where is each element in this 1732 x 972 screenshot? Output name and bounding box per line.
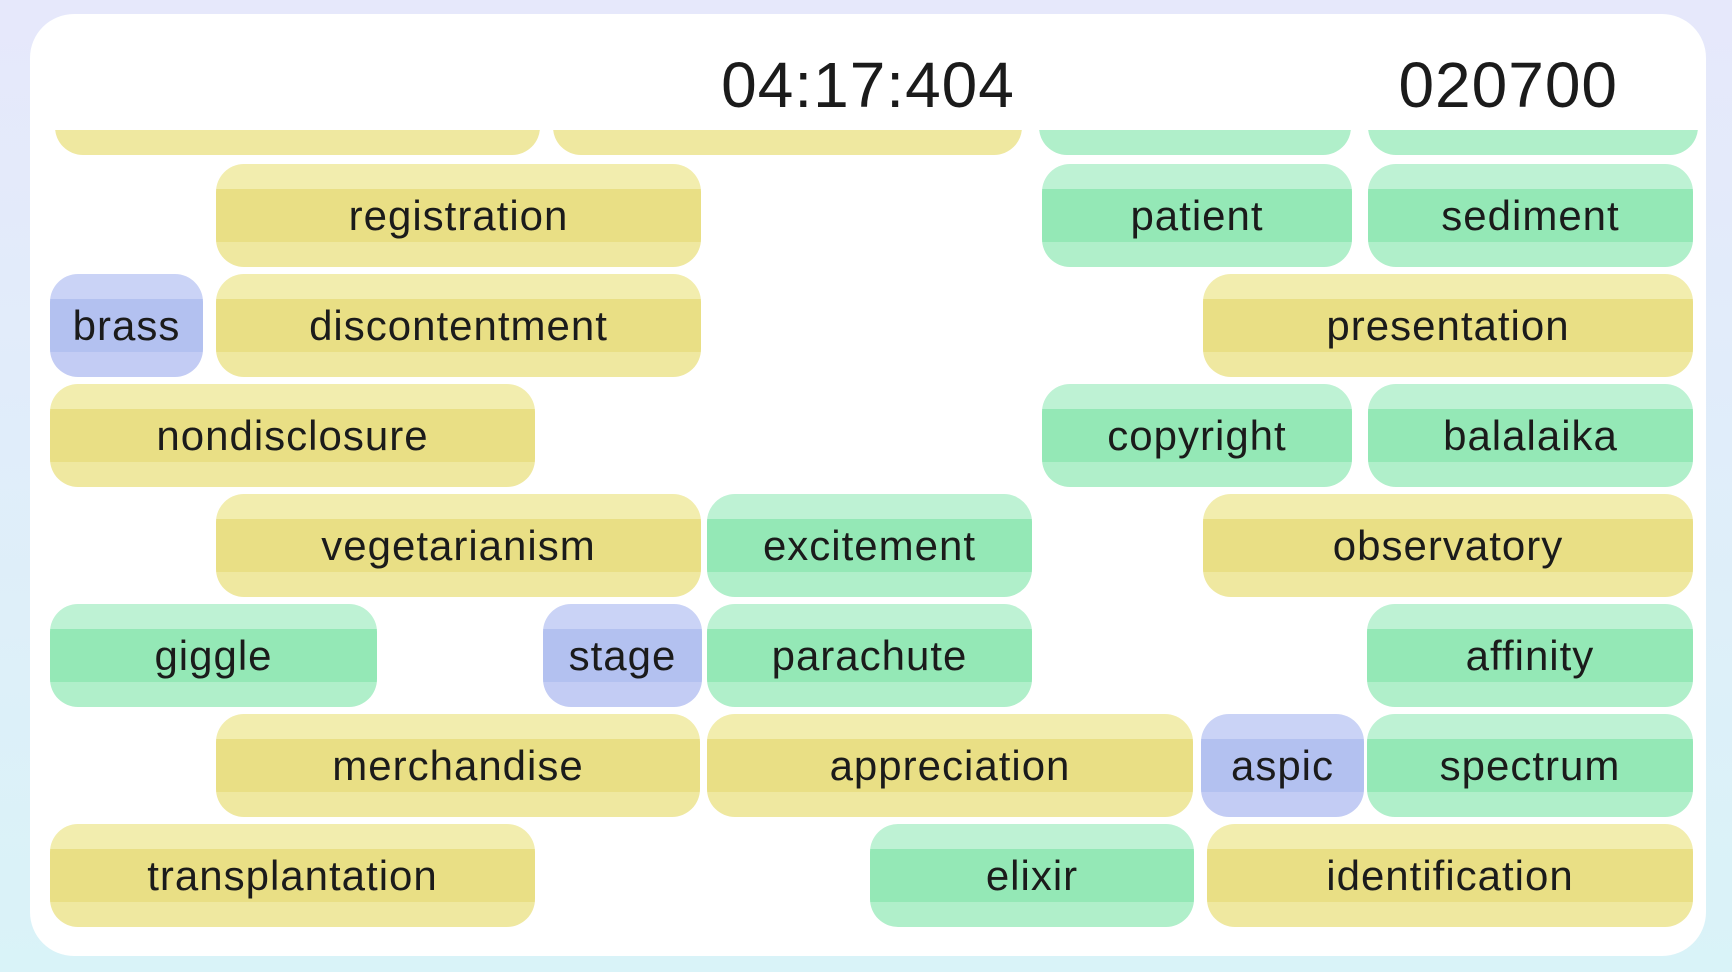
word-pill-label: aspic [1230, 741, 1335, 789]
word-pill-label: registration [348, 191, 569, 239]
word-pill-label: brass [72, 301, 181, 349]
word-pill-patient[interactable]: patient [1042, 164, 1352, 267]
word-pill-label: copyright [1107, 411, 1287, 459]
word-pill-label: elixir [985, 851, 1079, 899]
word-pill-merchandise[interactable]: merchandise [216, 714, 700, 817]
word-pill-copyright[interactable]: copyright [1042, 384, 1352, 487]
word-pill-balalaika[interactable]: balalaika [1368, 384, 1693, 487]
word-pill-parachute[interactable]: parachute [707, 604, 1032, 707]
word-pill-clipped[interactable] [553, 130, 1022, 155]
word-pill-affinity[interactable]: affinity [1367, 604, 1693, 707]
word-pill-transplantation[interactable]: transplantation [50, 824, 535, 927]
word-pill-clipped[interactable] [1039, 130, 1351, 155]
word-pill-label: giggle [154, 631, 273, 679]
word-pill-appreciation[interactable]: appreciation [707, 714, 1193, 817]
game-score: 020700 [1398, 49, 1618, 121]
word-pill-label: vegetarianism [321, 521, 596, 569]
word-pill-label: stage [568, 631, 677, 679]
game-timer: 04:17:404 [721, 49, 1015, 121]
word-pill-discontentment[interactable]: discontentment [216, 274, 701, 377]
word-pill-stage[interactable]: stage [543, 604, 702, 707]
word-pill-registration[interactable]: registration [216, 164, 701, 267]
game-card: 04:17:404 020700 registration patient sedi… [30, 14, 1706, 956]
word-pill-label: presentation [1326, 301, 1570, 349]
word-pill-sediment[interactable]: sediment [1368, 164, 1693, 267]
word-pill-identification[interactable]: identification [1207, 824, 1693, 927]
word-pill-clipped[interactable] [55, 130, 540, 155]
word-pill-label: excitement [762, 521, 977, 569]
word-pill-label: parachute [771, 631, 968, 679]
word-pill-nondisclosure[interactable]: nondisclosure [50, 384, 535, 487]
word-pill-label: observatory [1332, 521, 1564, 569]
word-pill-label: sediment [1441, 191, 1620, 239]
word-pill-presentation[interactable]: presentation [1203, 274, 1693, 377]
word-pill-label: merchandise [332, 741, 584, 789]
word-pill-label: nondisclosure [156, 411, 429, 459]
word-pill-label: appreciation [829, 741, 1071, 789]
word-pill-label: discontentment [309, 301, 608, 349]
word-pill-spectrum[interactable]: spectrum [1367, 714, 1693, 817]
word-pill-observatory[interactable]: observatory [1203, 494, 1693, 597]
word-pill-label: transplantation [147, 851, 438, 899]
word-pill-label: identification [1326, 851, 1574, 899]
word-pill-clipped[interactable] [1368, 130, 1698, 155]
word-pill-giggle[interactable]: giggle [50, 604, 377, 707]
word-pill-excitement[interactable]: excitement [707, 494, 1032, 597]
word-pill-vegetarianism[interactable]: vegetarianism [216, 494, 701, 597]
word-pill-label: balalaika [1443, 411, 1618, 459]
game-header: 04:17:404 020700 [30, 50, 1706, 120]
word-pill-label: spectrum [1439, 741, 1621, 789]
word-pill-label: patient [1130, 191, 1264, 239]
word-pill-label: affinity [1465, 631, 1595, 679]
word-board: registration patient sediment brass disconte… [30, 130, 1706, 956]
word-pill-brass[interactable]: brass [50, 274, 203, 377]
word-pill-elixir[interactable]: elixir [870, 824, 1194, 927]
word-pill-aspic[interactable]: aspic [1201, 714, 1364, 817]
